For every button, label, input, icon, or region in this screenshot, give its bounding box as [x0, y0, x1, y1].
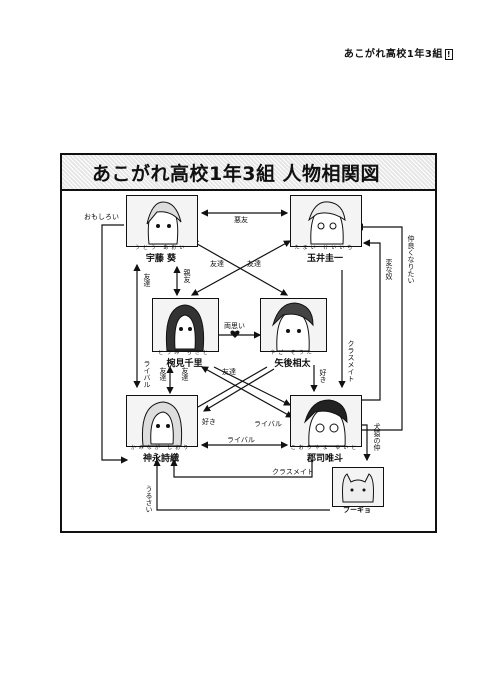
portrait-utou — [126, 195, 198, 247]
label-kataomoi: 両思い — [224, 322, 245, 330]
girl-face-icon — [141, 401, 183, 446]
label-yujin-mid2: 友達 — [181, 367, 189, 381]
label-yujin-left: 友達 — [143, 273, 151, 287]
diagram-title-bar: あこがれ高校1年3組 人物相関図 — [62, 155, 435, 191]
name-utou: うとう あおい 宇藤 葵 — [134, 245, 188, 264]
label-yujin-mid1: 友達 — [159, 367, 167, 381]
diagram-title: あこがれ高校1年3組 人物相関図 — [92, 163, 381, 185]
label-shinyu: 親友 — [183, 269, 191, 283]
label-rival-diag: ライバル — [254, 420, 282, 428]
portrait-bugyo — [332, 467, 384, 507]
label-suki-v: 好き — [319, 369, 327, 383]
name-tamai: たまい けいいち 玉井圭一 — [294, 245, 356, 264]
name-kouriyama: こおりやま ゆいと 郡司唯斗 — [290, 445, 360, 464]
portrait-tamai — [290, 195, 362, 247]
header-title: あこがれ高校1年3組! — [344, 45, 453, 60]
girl-face-icon — [165, 304, 205, 351]
rel-omoshiroi-line — [101, 224, 129, 464]
label-akuyu: 悪友 — [234, 216, 248, 224]
rel-suki-diag2-line — [197, 366, 268, 408]
portrait-kaminaga — [126, 395, 198, 447]
header-mark: ! — [444, 49, 453, 60]
portrait-toumi — [152, 298, 219, 352]
rel-rival-diag-line — [213, 366, 292, 406]
label-nakayoku: 仲良くなりたい — [407, 235, 415, 284]
rel-nakayoku-line — [355, 223, 403, 431]
diagram-frame: あこがれ高校1年3組 人物相関図 — [60, 153, 437, 533]
relationship-lines — [101, 209, 403, 511]
label-yujin-diag: 友達 — [222, 368, 236, 376]
portrait-yago — [260, 298, 327, 352]
label-rival-left: ライバル — [143, 360, 151, 388]
rel-classmate-bottom-line — [170, 458, 313, 478]
girl-face-icon — [146, 201, 182, 245]
header-title-text: あこがれ高校1年3組 — [343, 49, 443, 60]
rel-henna-line — [357, 239, 381, 401]
rel-suki-diag-line — [202, 368, 275, 412]
boy-face-icon — [308, 201, 346, 245]
portrait-kouriyama — [290, 395, 362, 447]
label-yujin-x1: 友達 — [210, 260, 224, 268]
rel-urusai-line — [153, 458, 330, 511]
label-classmate-bottom: クラスメイト — [272, 468, 314, 476]
label-suki-diag: 好き — [202, 418, 216, 426]
label-yujin-x2: 友達 — [247, 260, 261, 268]
rel-cross2-line — [190, 240, 292, 296]
label-urusai: うるさい — [145, 485, 153, 513]
rel-yujin-diag-line — [200, 366, 294, 418]
name-yago: やご そうた 矢後相太 — [270, 350, 315, 369]
label-rival-bottom: ライバル — [227, 436, 255, 444]
name-bugyo: ブーギョ — [343, 506, 371, 514]
name-toumi: とうみ ちさと 椀見千里 — [158, 350, 211, 369]
name-kaminaga: かみなが しおり 神永詩織 — [130, 445, 192, 464]
label-omoshiroi: おもしろい — [84, 213, 119, 221]
cat-face-icon — [342, 473, 374, 503]
label-henna-yatsu: 変な奴 — [385, 259, 393, 280]
boy-face-icon — [272, 302, 314, 351]
boy-glasses-face-icon — [304, 399, 348, 446]
heart-icon — [230, 330, 240, 338]
label-classmate-right: クラスメイト — [347, 340, 355, 382]
label-kenen: 犬猿の仲 — [373, 423, 381, 451]
